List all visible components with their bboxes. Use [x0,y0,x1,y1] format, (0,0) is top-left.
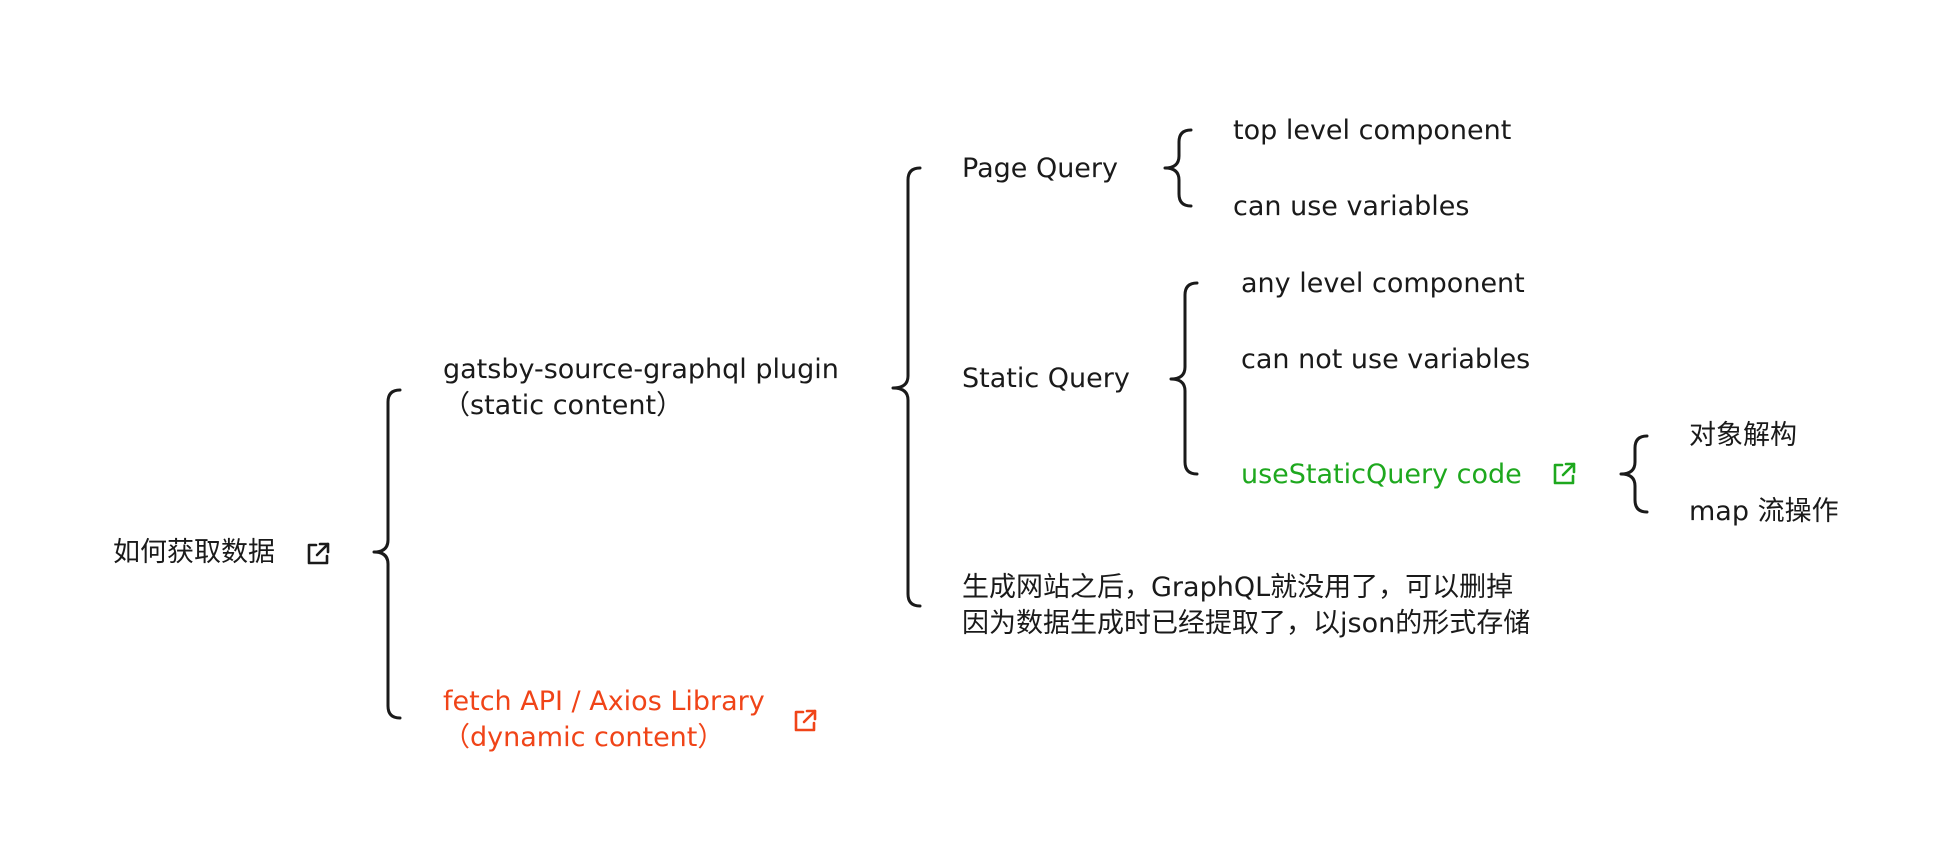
static-query-item-label: can not use variables [1241,344,1531,375]
graphql-note-node: 生成网站之后，GraphQL就没用了，可以删掉 因为数据生成时已经提取了，以js… [962,570,1530,642]
use-static-query-item-label: 对象解构 [1689,420,1797,451]
graphql-note-line: 因为数据生成时已经提取了，以json的形式存储 [962,608,1531,639]
use-static-query-node[interactable]: useStaticQuery code [1241,457,1522,493]
fetch-api-subtitle: （dynamic content） [443,722,725,753]
page-query-item-label: top level component [1233,115,1512,146]
external-link-icon[interactable] [1549,459,1579,489]
use-static-query-item: map 流操作 [1689,494,1839,530]
page-query-item-label: can use variables [1233,191,1470,222]
graphql-plugin-node: gatsby-source-graphql plugin （static con… [443,352,839,424]
page-query-node: Page Query [962,151,1118,187]
external-link-icon[interactable] [303,539,333,569]
graphql-note-line: 生成网站之后，GraphQL就没用了，可以删掉 [962,572,1514,603]
page-query-item: top level component [1233,113,1511,149]
static-query-node: Static Query [962,361,1130,397]
use-static-query-item-label: map 流操作 [1689,496,1839,527]
root-brace [372,388,402,720]
graphql-plugin-title: gatsby-source-graphql plugin [443,354,839,385]
use-static-query-label: useStaticQuery code [1241,459,1522,490]
external-link-icon[interactable] [790,706,820,736]
use-static-query-brace [1619,434,1649,514]
static-query-brace [1169,281,1199,476]
fetch-api-title: fetch API / Axios Library [443,686,765,717]
page-query-label: Page Query [962,153,1119,184]
static-query-item: any level component [1241,266,1525,302]
static-query-item-label: any level component [1241,268,1525,299]
page-query-item: can use variables [1233,189,1469,225]
use-static-query-item: 对象解构 [1689,418,1797,454]
graphql-brace [891,166,922,608]
fetch-api-node[interactable]: fetch API / Axios Library （dynamic conte… [443,684,765,756]
page-query-brace [1163,128,1193,208]
static-query-item: can not use variables [1241,342,1530,378]
root-label: 如何获取数据 [113,537,275,568]
static-query-label: Static Query [962,363,1130,394]
root-node[interactable]: 如何获取数据 [113,535,275,571]
graphql-plugin-subtitle: （static content） [443,390,684,421]
